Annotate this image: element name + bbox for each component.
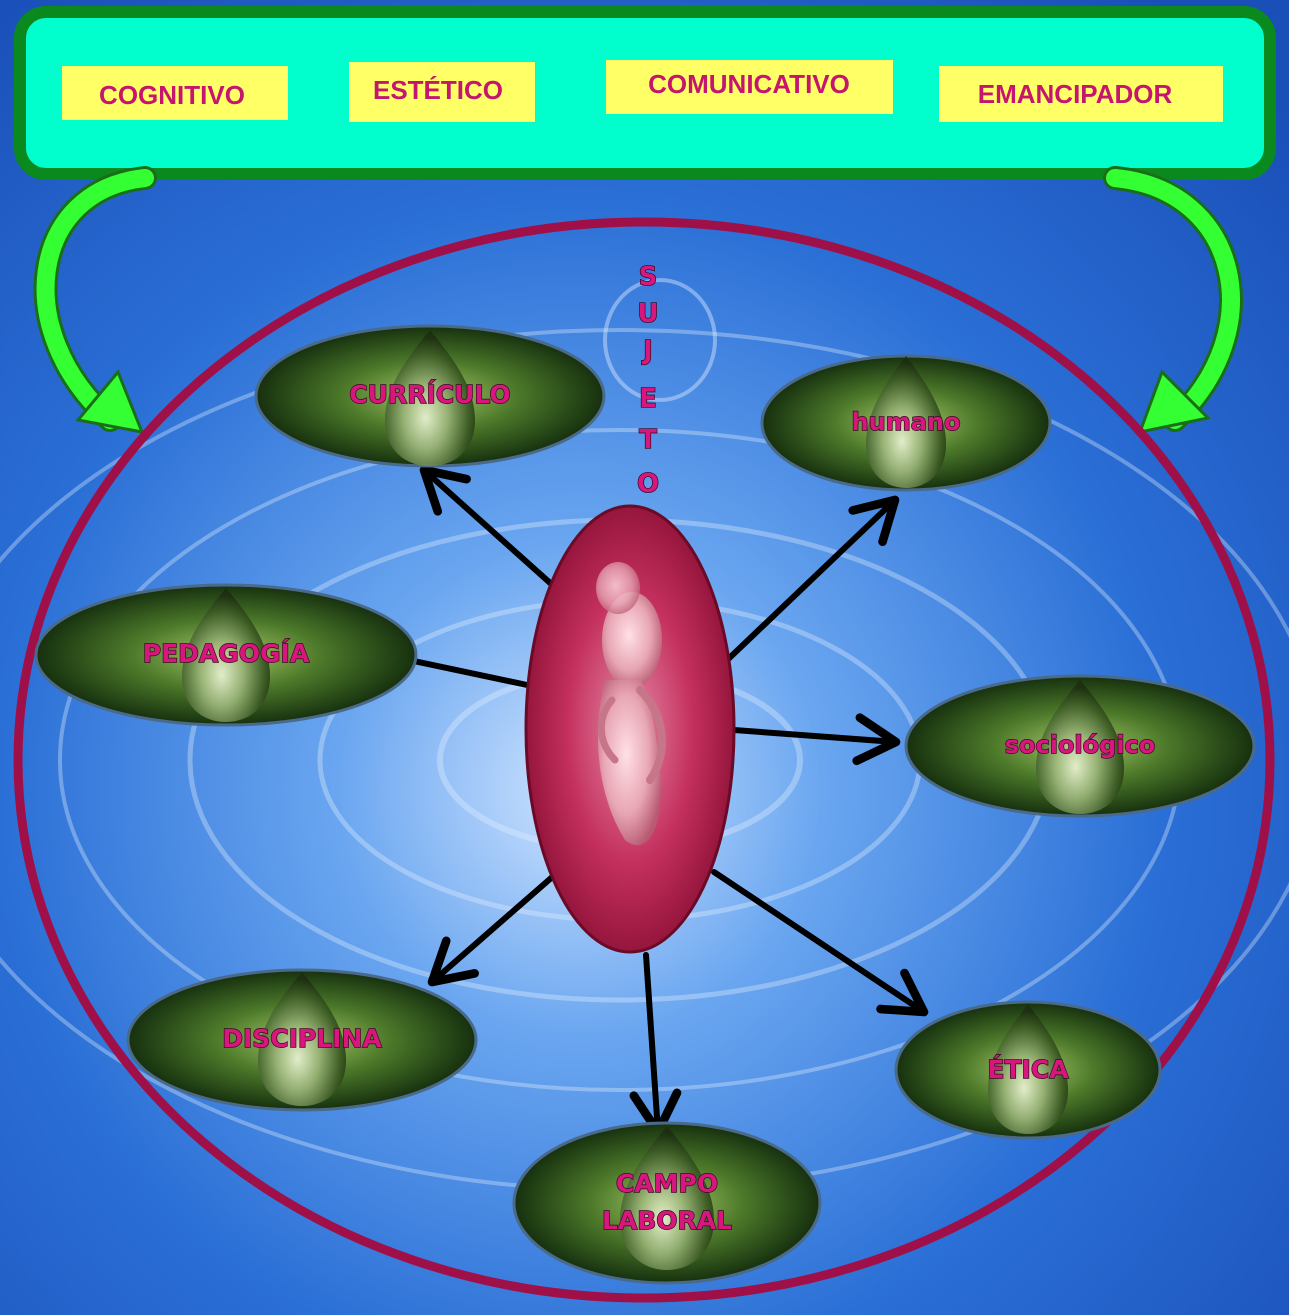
outer-circle [13, 217, 1275, 1303]
embryo-icon [596, 562, 666, 846]
sujeto-letter: O [637, 469, 659, 499]
node-label: DISCIPLINA [222, 1024, 382, 1053]
node-pedagogia: PEDAGOGÍA [34, 583, 418, 727]
arrow-to-campo-laboral [629, 952, 682, 1137]
sujeto-letter: S [639, 262, 658, 292]
sujeto-title: S U J E T O [636, 261, 659, 499]
label-comunicativo: COMUNICATIVO [648, 69, 850, 99]
label-box-comunicativo [606, 60, 893, 114]
label-emancipador: EMANCIPADOR [978, 79, 1173, 109]
node-campo-laboral: CAMPO LABORAL [512, 1121, 822, 1285]
arrow-to-humano [719, 495, 900, 668]
label-box-cognitivo [62, 66, 288, 120]
node-label: sociológico [1005, 731, 1156, 759]
node-label-line1: CAMPO [616, 1169, 718, 1198]
sujeto-letter: E [639, 384, 657, 414]
water-splash [603, 278, 717, 402]
curved-arrow-left [33, 166, 157, 434]
node-label: PEDAGOGÍA [143, 639, 310, 668]
label-estetico: ESTÉTICO [373, 75, 503, 105]
connector-arrows [357, 465, 929, 1137]
node-sociologico: sociológico [904, 674, 1256, 818]
sujeto-letter: T [639, 425, 657, 455]
arrow-to-curriculo [419, 465, 561, 593]
node-label: humano [852, 408, 961, 436]
node-label: ÉTICA [987, 1055, 1069, 1084]
node-label: CURRÍCULO [349, 380, 510, 409]
node-curriculo: CURRÍCULO [254, 324, 606, 468]
center-node [524, 504, 736, 954]
sujeto-letter: J [641, 336, 653, 366]
node-label-line2: LABORAL [602, 1206, 732, 1235]
node-disciplina: DISCIPLINA [126, 968, 478, 1112]
label-box-emancipador [939, 66, 1223, 122]
label-box-estetico [349, 62, 535, 122]
curved-arrow-right [1103, 166, 1243, 435]
arrow-to-sociologico [731, 713, 901, 766]
node-humano: humano [760, 354, 1052, 492]
label-cognitivo: COGNITIVO [99, 80, 245, 110]
node-etica: ÉTICA [894, 1000, 1162, 1140]
sujeto-letter: U [637, 299, 658, 329]
arrow-to-etica [711, 869, 929, 1017]
arrow-to-disciplina [427, 869, 561, 987]
